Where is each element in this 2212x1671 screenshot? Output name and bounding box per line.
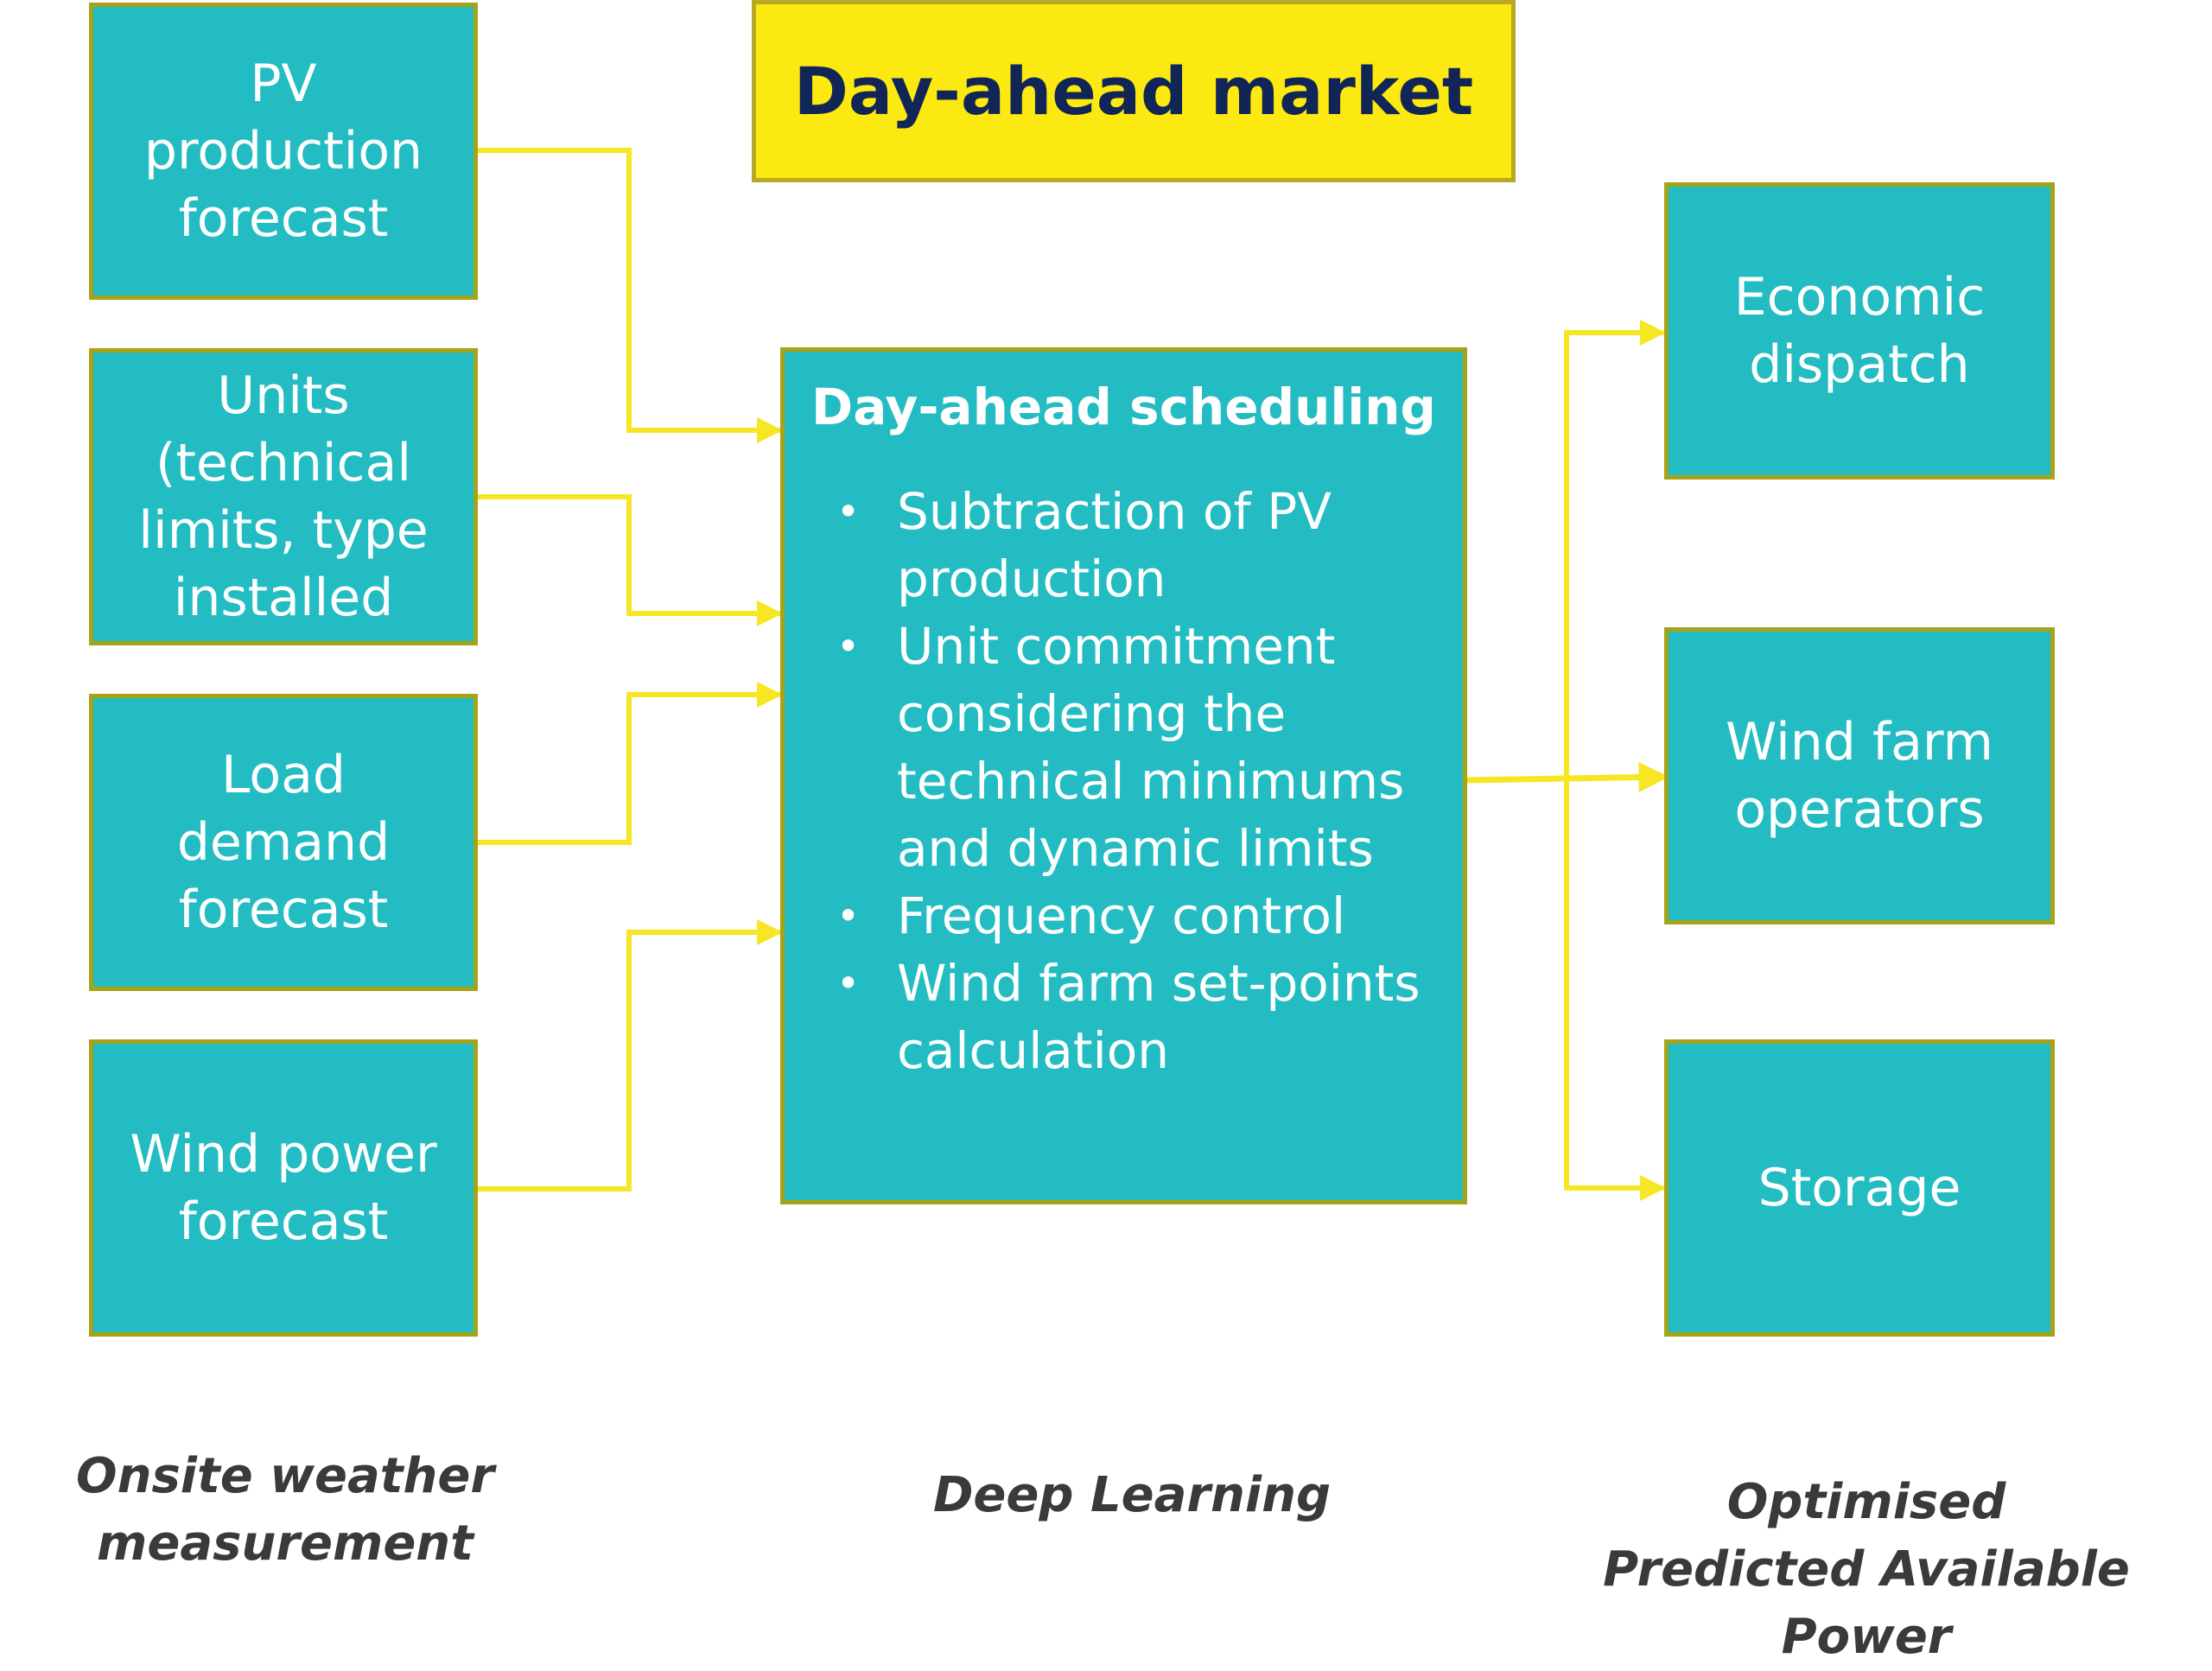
output-storage-box: Storage: [1664, 1039, 2055, 1337]
connector-branch-to-dispatch: [1564, 320, 1666, 780]
scheduling-bullet-pv-subtraction: Subtraction of PV production: [836, 478, 1437, 613]
scheduling-bullet-frequency-control: Frequency control: [836, 882, 1437, 950]
caption-onsite-weather: Onsite weather measurement: [76, 1448, 494, 1572]
connector-pv-to-scheduling: [478, 148, 783, 443]
input-load-demand-label: Load demand forecast: [176, 745, 391, 940]
scheduling-bullet-wind-setpoints: Wind farm set-points calculation: [836, 950, 1437, 1084]
input-units-label: Units (technical limits, type installed: [138, 365, 429, 628]
input-load-demand-box: Load demand forecast: [89, 694, 478, 991]
connector-branch-to-storage: [1564, 780, 1666, 1201]
day-ahead-market-title: Day-ahead market: [793, 52, 1474, 130]
output-economic-dispatch-label: Economic dispatch: [1733, 267, 1986, 395]
day-ahead-scheduling-box: Day-ahead scheduling Subtraction of PV p…: [780, 347, 1467, 1204]
scheduling-title: Day-ahead scheduling: [811, 378, 1436, 436]
input-units-box: Units (technical limits, type installed: [89, 348, 478, 645]
output-storage-label: Storage: [1758, 1158, 1961, 1218]
input-wind-power-box: Wind power forecast: [89, 1039, 478, 1337]
connector-units-to-scheduling: [478, 494, 783, 626]
connector-layer: [478, 148, 1669, 1201]
caption-deep-learning: Deep Learning: [932, 1467, 1332, 1523]
input-pv-forecast-box: PV production forecast: [89, 3, 478, 300]
connector-wind-to-scheduling: [478, 919, 783, 1191]
connector-load-to-scheduling: [478, 682, 783, 845]
output-wind-farm-operators-label: Wind farm operators: [1726, 712, 1993, 840]
input-pv-forecast-label: PV production forecast: [143, 54, 423, 249]
output-economic-dispatch-box: Economic dispatch: [1664, 182, 2055, 480]
caption-optimised-power: Optimised Predicted Available Power: [1603, 1474, 2130, 1665]
scheduling-bullet-list: Subtraction of PV production Unit commit…: [836, 478, 1437, 1084]
output-wind-farm-operators-box: Wind farm operators: [1664, 627, 2055, 924]
day-ahead-market-box: Day-ahead market: [752, 0, 1516, 182]
scheduling-bullet-unit-commitment: Unit commitment considering the technica…: [836, 613, 1437, 882]
input-wind-power-label: Wind power forecast: [130, 1124, 437, 1252]
